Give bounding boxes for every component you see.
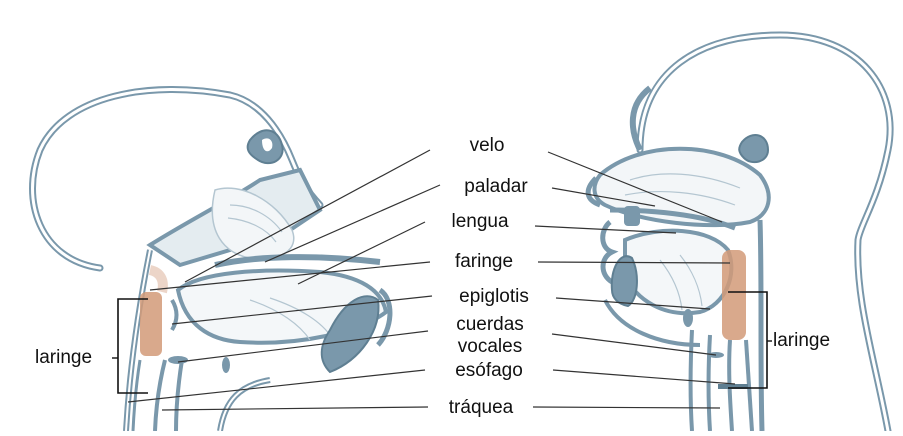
right-mandible <box>612 256 637 306</box>
label-traquea: tráquea <box>449 398 513 417</box>
label-faringe: faringe <box>455 252 513 271</box>
label-epiglotis: epiglotis <box>459 287 529 306</box>
label-velo: velo <box>470 136 505 155</box>
label-paladar: paladar <box>464 177 527 196</box>
leader-esofago-left <box>128 370 425 402</box>
left-larynx-highlight <box>140 292 162 356</box>
leader-traquea-left <box>162 407 428 410</box>
left-trachea <box>155 360 165 431</box>
label-esofago: esófago <box>455 361 523 380</box>
right-head-figure <box>588 35 890 431</box>
label-vocales: vocales <box>458 337 522 356</box>
right-tongue <box>625 231 731 313</box>
leader-lengua-left <box>298 222 425 284</box>
left-palate <box>215 257 380 265</box>
label-lengua: lengua <box>451 212 508 231</box>
right-sinus <box>739 135 768 162</box>
label-laringe-left: laringe <box>35 348 92 367</box>
label-cuerdas: cuerdas <box>456 315 524 334</box>
label-laringe-right: laringe <box>773 331 830 350</box>
right-lips <box>603 222 612 282</box>
